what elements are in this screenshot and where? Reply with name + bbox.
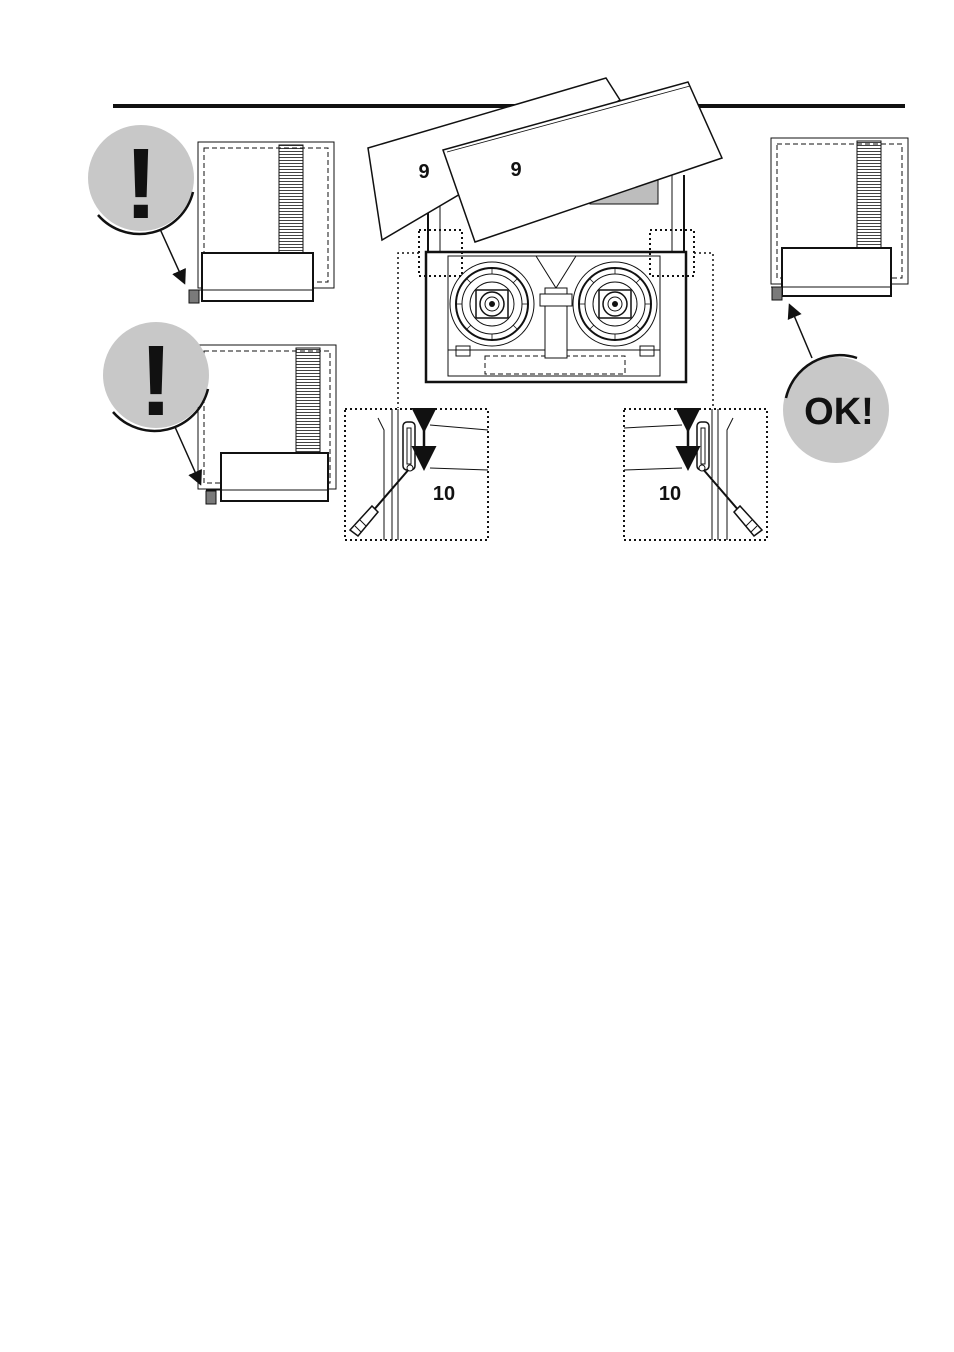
fan-right [573,262,657,346]
incorrect-fit-view-2 [198,345,336,504]
ok-text: OK! [804,391,874,433]
warning-glyph-1: ! [124,128,157,240]
ok-badge: OK! [783,306,889,463]
warning-badge-2: ! [103,322,209,483]
warning-pointer-1 [160,229,184,282]
hood-assembly: 9 9 [368,78,722,408]
incorrect-fit-view-1 [189,142,334,303]
fan-left [450,262,534,346]
ok-pointer [790,306,812,358]
adjust-label-left: 10 [433,483,455,505]
adjustment-detail-left: 10 [345,409,488,540]
panel-label-2: 9 [510,159,521,181]
adjust-label-right: 10 [659,483,681,505]
adjustment-detail-right: 10 [624,409,767,540]
warning-pointer-2 [175,427,200,483]
panel-label-1: 9 [418,161,429,183]
warning-badge-1: ! [88,125,194,282]
warning-glyph-2: ! [139,325,172,437]
correct-fit-view [771,138,908,300]
